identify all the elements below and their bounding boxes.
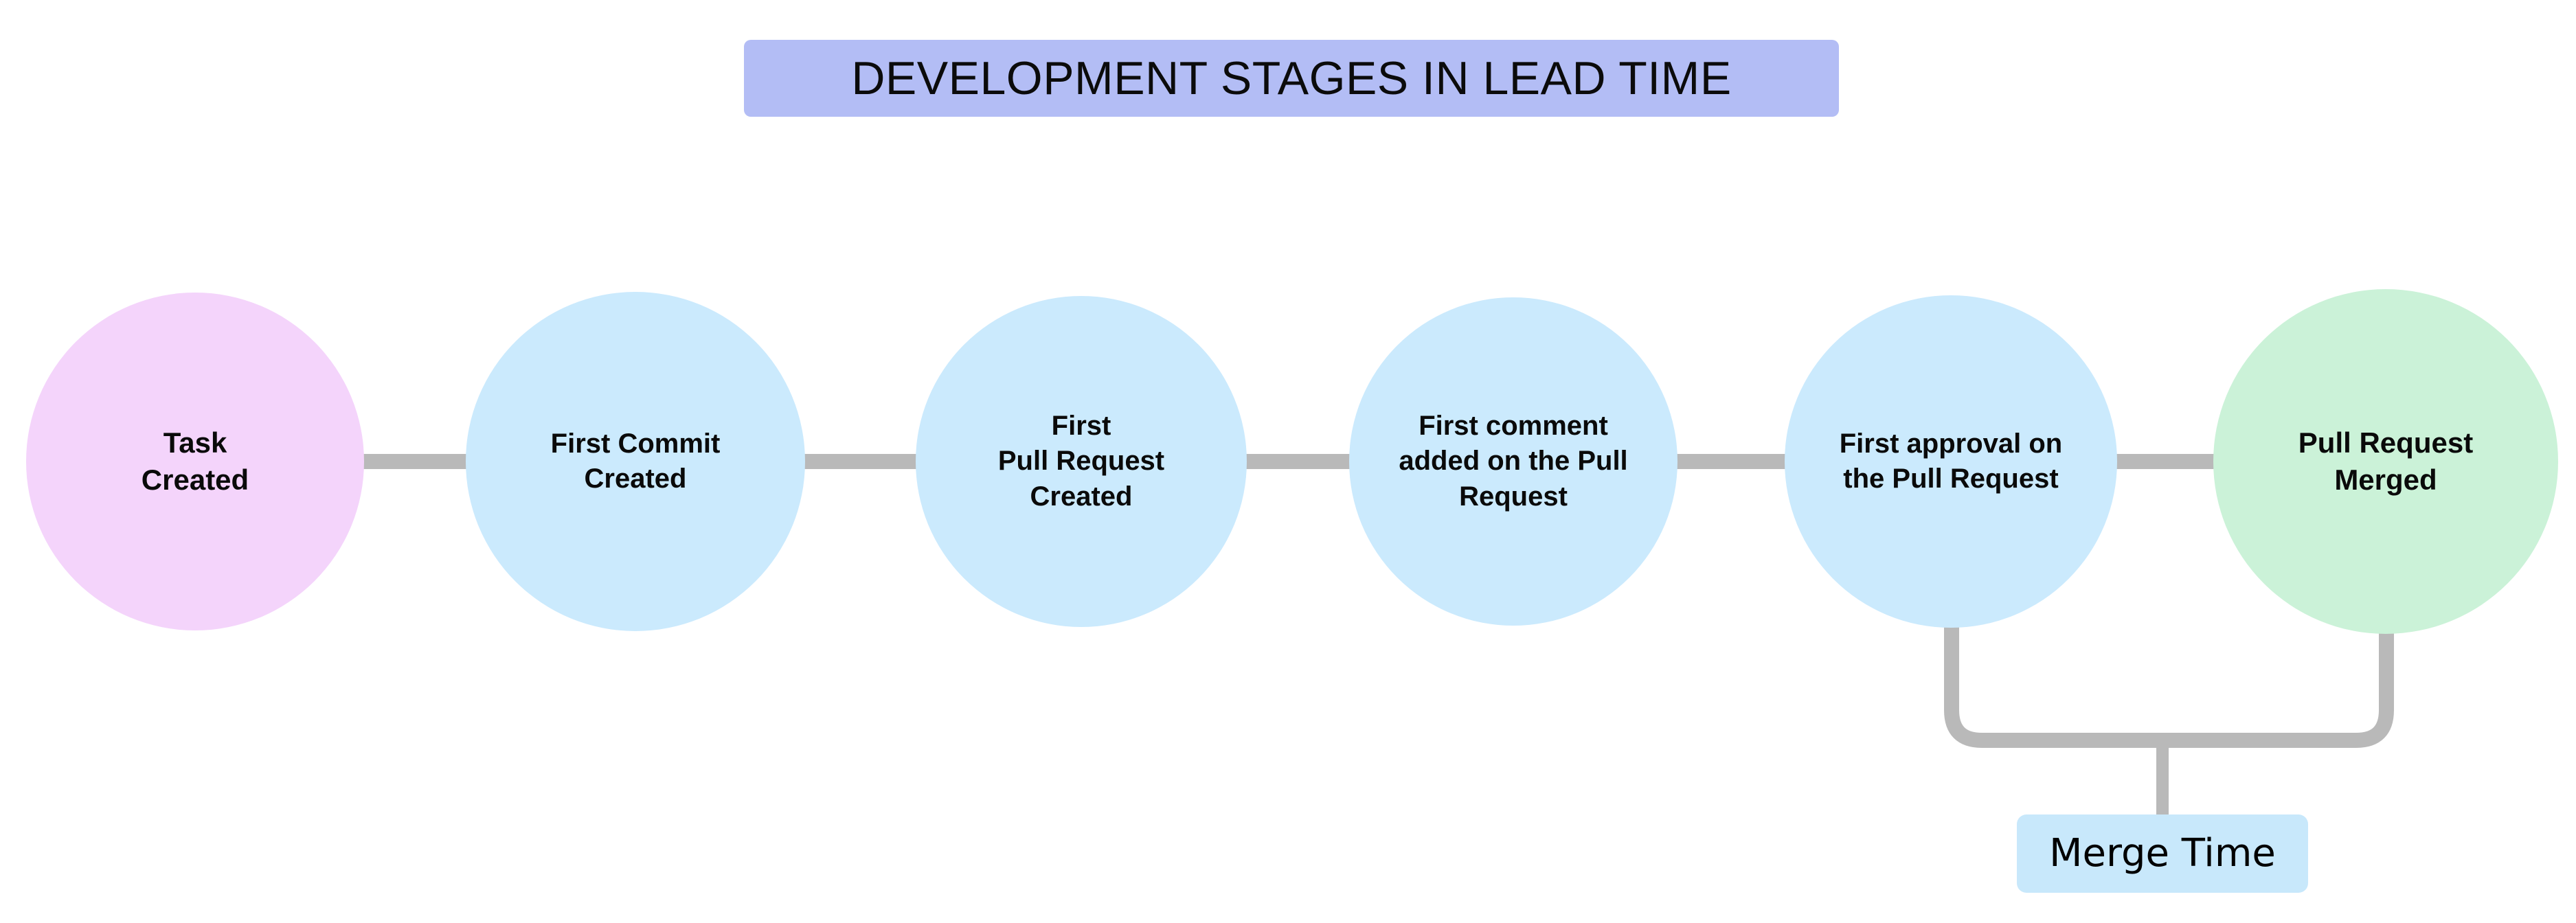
- stage-node-first-comment-added[interactable]: First comment added on the Pull Request: [1349, 297, 1677, 626]
- merge-time-badge[interactable]: Merge Time: [2017, 814, 2308, 893]
- bracket-path: [1944, 618, 2394, 748]
- stage-label-task-created: Task Created: [141, 426, 249, 496]
- stage-label-first-comment-added: First comment added on the Pull Request: [1399, 411, 1628, 512]
- connector-task-to-commit: [357, 454, 474, 469]
- stage-node-first-pull-request-created[interactable]: First Pull Request Created: [916, 296, 1247, 627]
- stage-node-task-created[interactable]: Task Created: [26, 293, 364, 630]
- connector-approval-to-merged: [2111, 454, 2219, 469]
- stage-node-first-approval[interactable]: First approval on the Pull Request: [1785, 295, 2117, 628]
- connector-comment-to-approval: [1672, 454, 1794, 469]
- stage-label-first-commit-created: First Commit Created: [550, 428, 721, 494]
- page-title: DEVELOPMENT STAGES IN LEAD TIME: [851, 52, 1732, 104]
- connector-commit-to-pr: [799, 454, 921, 469]
- stage-node-first-commit-created[interactable]: First Commit Created: [466, 292, 805, 631]
- diagram-title-banner: DEVELOPMENT STAGES IN LEAD TIME: [744, 40, 1839, 117]
- stage-label-first-pull-request-created: First Pull Request Created: [997, 411, 1165, 512]
- stage-label-pull-request-merged: Pull Request Merged: [2298, 426, 2474, 496]
- stage-label-first-approval: First approval on the Pull Request: [1839, 428, 2063, 494]
- stage-node-pull-request-merged[interactable]: Pull Request Merged: [2213, 289, 2558, 634]
- connector-pr-to-comment: [1241, 454, 1357, 469]
- merge-time-label: Merge Time: [2049, 831, 2276, 876]
